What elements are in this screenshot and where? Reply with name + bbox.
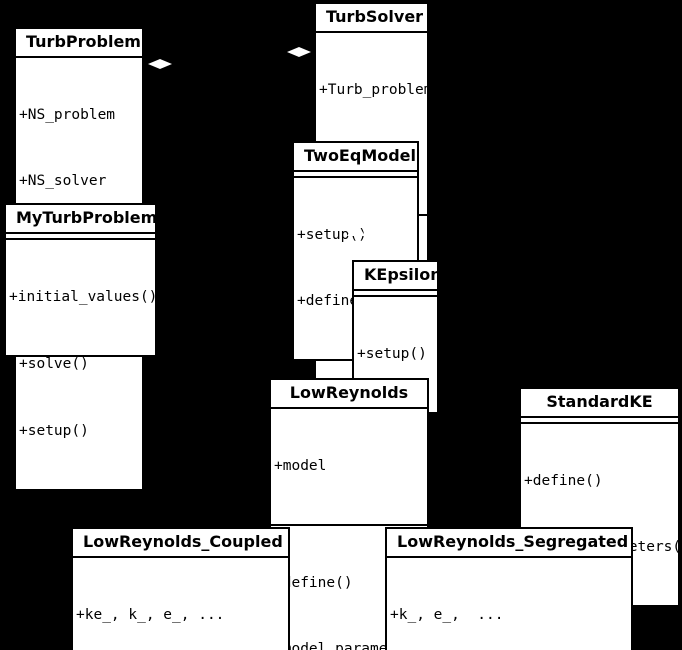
class-separator xyxy=(6,232,155,234)
class-methods-kepsilon: +setup() xyxy=(354,297,437,412)
class-box-myturbproblem[interactable]: MyTurbProblem +initial_values() xyxy=(4,203,158,358)
class-title-lowreynolds-segregated: LowReynolds_Segregated xyxy=(387,529,631,556)
attribute-item: +NS_problem xyxy=(19,107,116,124)
generalization-arrow-lowreynolds xyxy=(387,325,405,340)
class-separator xyxy=(294,176,417,178)
class-attributes-lowreynolds-segregated: +k_, e_, ... +schemes xyxy=(387,558,631,650)
class-separator xyxy=(521,422,678,424)
class-title-kepsilon: KEpsilon xyxy=(354,262,442,289)
class-methods-myturbproblem: +initial_values() xyxy=(6,240,158,355)
class-box-lowreynolds-coupled[interactable]: LowReynolds_Coupled +ke_, k_, e_, ... +s… xyxy=(71,527,290,650)
class-title-turbsolver: TurbSolver xyxy=(316,4,427,31)
class-title-lowreynolds-coupled: LowReynolds_Coupled xyxy=(73,529,288,556)
attribute-item: +Turb_problem xyxy=(319,82,433,99)
aggregation-diamond-turbproblem xyxy=(148,59,172,69)
generalization-arrow-twoeqmodel xyxy=(364,109,382,124)
class-title-myturbproblem: MyTurbProblem xyxy=(6,205,157,232)
method-item: +initial_values() xyxy=(9,289,158,306)
generalization-arrow-kepsilon xyxy=(347,221,365,236)
class-separator xyxy=(316,31,427,33)
class-separator xyxy=(294,170,417,172)
class-title-standardke: StandardKE xyxy=(521,389,678,416)
generalization-arrow-myturbproblem xyxy=(71,148,89,163)
class-separator xyxy=(6,238,155,240)
class-separator xyxy=(354,295,437,297)
method-item: +define() xyxy=(524,473,603,490)
class-title-turbproblem: TurbProblem xyxy=(16,29,142,56)
class-methods-turbproblem: +solve() +setup() xyxy=(16,307,142,488)
method-item: +solve() xyxy=(19,356,89,373)
generalization-arrow-lowreynolds-subclasses xyxy=(340,477,358,492)
attribute-item: +model xyxy=(274,458,327,475)
method-item: +setup() xyxy=(357,346,427,363)
class-separator xyxy=(521,416,678,418)
class-separator xyxy=(73,556,288,558)
class-separator xyxy=(354,289,437,291)
method-item: +model_parameters() xyxy=(274,641,440,650)
class-box-lowreynolds-segregated[interactable]: LowReynolds_Segregated +k_, e_, ... +sch… xyxy=(385,527,633,650)
class-attributes-lowreynolds-coupled: +ke_, k_, e_, ... +schemes xyxy=(73,558,288,650)
class-attributes-lowreynolds: +model xyxy=(271,409,427,524)
class-separator xyxy=(16,56,142,58)
class-box-lowreynolds[interactable]: LowReynolds +model +define() +model_para… xyxy=(269,378,440,650)
attribute-item: +k_, e_, ... xyxy=(390,607,504,624)
class-separator xyxy=(271,407,427,409)
class-methods-lowreynolds: +define() +model_parameters() xyxy=(271,526,440,650)
aggregation-diamond-turbsolver xyxy=(287,47,311,57)
class-title-lowreynolds: LowReynolds xyxy=(271,380,427,407)
class-separator xyxy=(271,524,427,527)
method-item: +setup() xyxy=(19,422,89,439)
class-separator xyxy=(387,556,631,558)
attribute-item: +ke_, k_, e_, ... xyxy=(76,607,225,624)
attribute-item: +NS_solver xyxy=(19,173,107,190)
method-item: +define() xyxy=(274,575,353,592)
class-title-twoeqmodel: TwoEqModel xyxy=(294,143,417,170)
